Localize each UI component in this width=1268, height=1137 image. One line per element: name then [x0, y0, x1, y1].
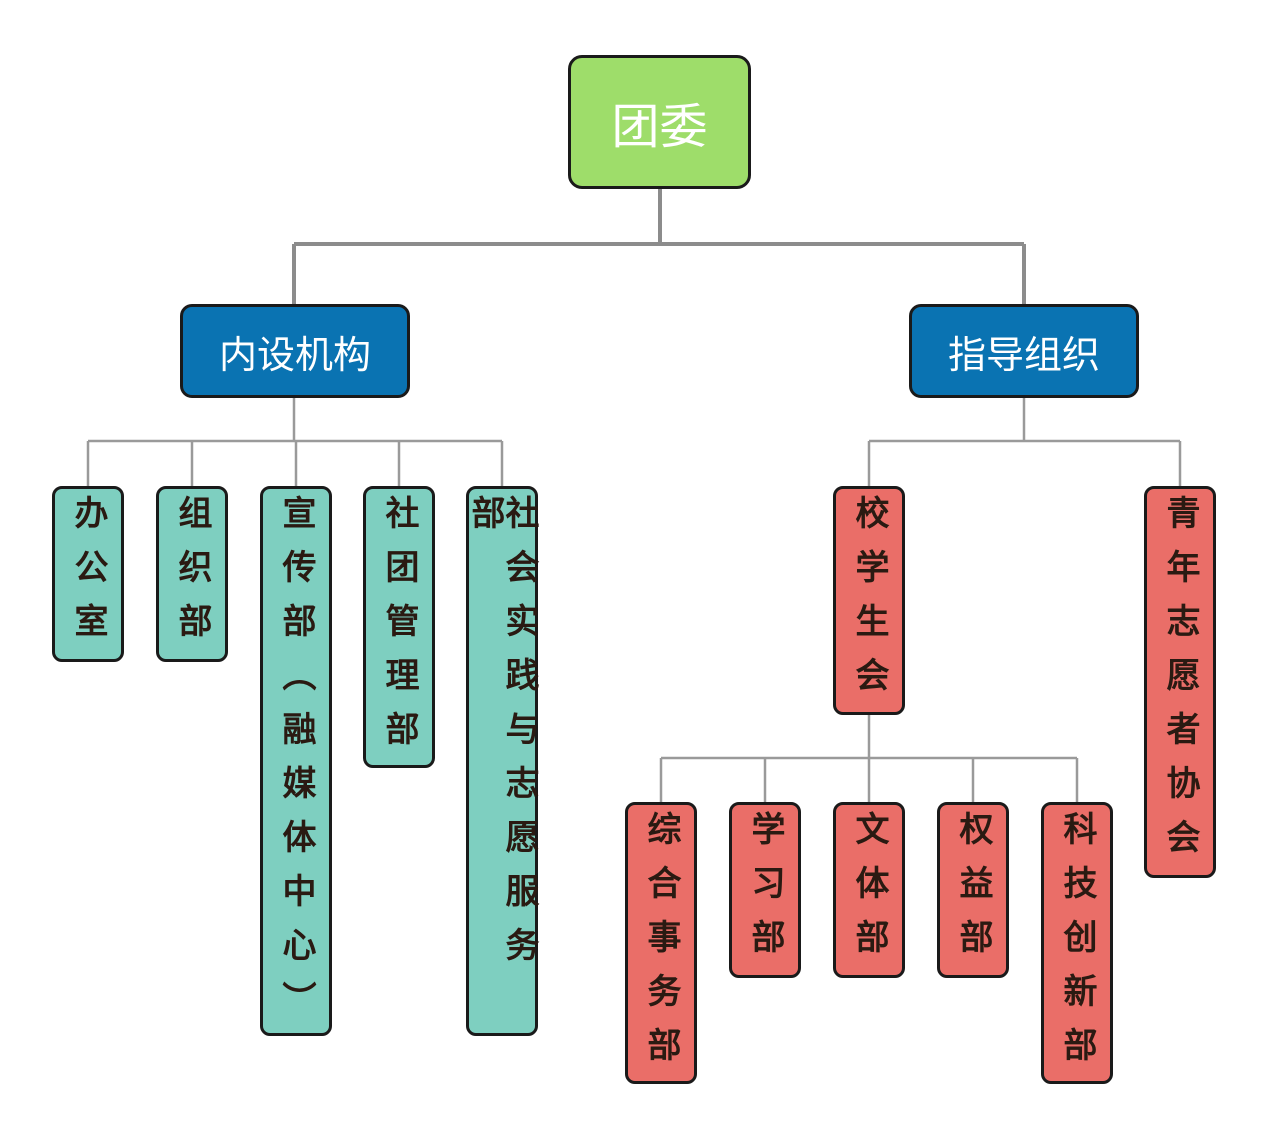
- internal-children-connector: [86, 397, 504, 487]
- internal-child-node: 社会实践与志愿服务部: [465, 486, 539, 1036]
- internal-child-node: 办公室: [52, 486, 124, 662]
- student-union-child-node: 学习部: [729, 802, 801, 978]
- student-union-child-node: 权益部: [937, 802, 1009, 978]
- root-label: 团委: [611, 99, 708, 155]
- root-node: 团委: [568, 55, 751, 189]
- student-union-child-label: 科技创新部: [1057, 811, 1097, 1081]
- internal-child-label: 组织部: [172, 495, 212, 657]
- branch-guided-label: 指导组织: [947, 332, 1100, 377]
- internal-child-node: 社团管理部: [363, 486, 435, 768]
- guided-children-connector: [867, 397, 1182, 487]
- internal-child-label: 宣传部（融媒体中心）: [276, 495, 316, 1035]
- student-union-node: 校学生会: [833, 486, 905, 715]
- student-union-child-label: 权益部: [953, 811, 993, 973]
- volunteer-association-label: 青年志愿者协会: [1160, 495, 1200, 873]
- student-union-child-node: 科技创新部: [1041, 802, 1113, 1084]
- branch-guided-node: 指导组织: [909, 304, 1139, 398]
- student-union-children-connector: [659, 714, 1079, 803]
- volunteer-association-node: 青年志愿者协会: [1144, 486, 1216, 878]
- student-union-child-label: 学习部: [745, 811, 785, 973]
- student-union-child-node: 文体部: [833, 802, 905, 978]
- internal-child-label: 办公室: [68, 495, 108, 657]
- root-to-branches-connector: [292, 188, 1026, 305]
- student-union-child-label: 文体部: [849, 811, 889, 973]
- branch-internal-node: 内设机构: [180, 304, 410, 398]
- student-union-child-label: 综合事务部: [641, 811, 681, 1081]
- internal-child-label: 社团管理部: [379, 495, 419, 765]
- internal-child-node: 组织部: [156, 486, 228, 662]
- student-union-label: 校学生会: [849, 495, 889, 711]
- student-union-child-node: 综合事务部: [625, 802, 697, 1084]
- internal-child-label: 社会实践与志愿服务部: [465, 495, 539, 981]
- internal-child-node: 宣传部（融媒体中心）: [260, 486, 332, 1036]
- branch-internal-label: 内设机构: [218, 332, 371, 377]
